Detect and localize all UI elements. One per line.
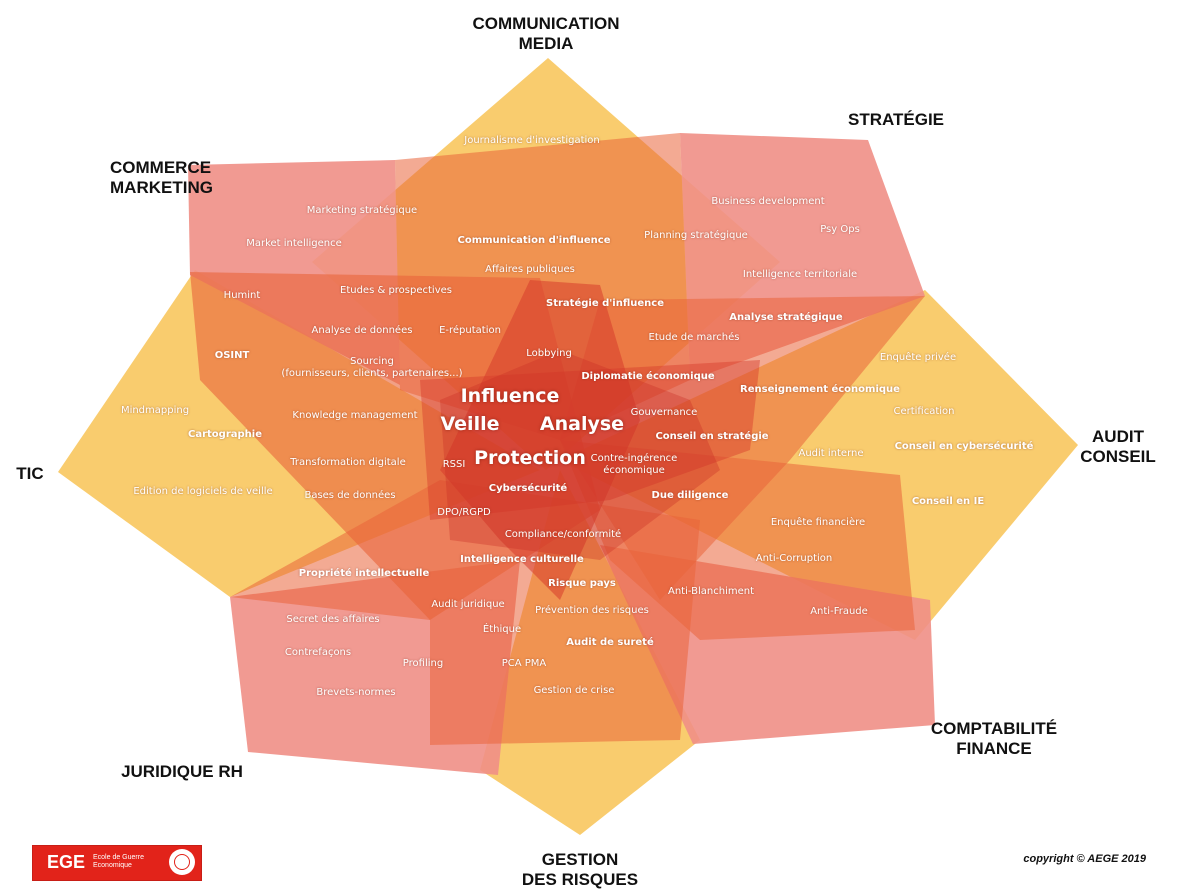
item-sourcing: Sourcing (fournisseurs, clients, partena… — [281, 356, 463, 379]
item-audit-interne: Audit interne — [798, 448, 864, 459]
item-conseil-cybersecurite: Conseil en cybersécurité — [894, 441, 1034, 452]
item-humint: Humint — [223, 290, 261, 301]
item-renseignement-economique: Renseignement économique — [740, 384, 900, 395]
item-osint: OSINT — [214, 350, 250, 361]
item-anti-corruption: Anti-Corruption — [755, 553, 833, 564]
core-influence: Influence — [460, 385, 560, 407]
item-brevets-normes: Brevets-normes — [316, 687, 396, 698]
item-audit-juridique: Audit juridique — [431, 599, 505, 610]
item-transformation-digitale: Transformation digitale — [290, 457, 406, 468]
item-prevention-risques: Prévention des risques — [535, 605, 649, 616]
item-due-diligence: Due diligence — [651, 490, 729, 501]
item-etudes-prospectives: Etudes & prospectives — [340, 285, 452, 296]
item-enquete-financiere: Enquête financière — [770, 517, 866, 528]
item-dpo-rgpd: DPO/RGPD — [437, 507, 491, 518]
item-bases-donnees: Bases de données — [304, 490, 396, 501]
item-anti-blanchiment: Anti-Blanchiment — [667, 586, 755, 597]
item-enquete-privee: Enquête privée — [879, 352, 957, 363]
item-marketing-strategique: Marketing stratégique — [306, 205, 418, 216]
item-anti-fraude: Anti-Fraude — [810, 606, 868, 617]
item-gestion-crise: Gestion de crise — [533, 685, 615, 696]
item-affaires-publiques: Affaires publiques — [485, 264, 575, 275]
item-compliance: Compliance/conformité — [504, 529, 622, 540]
item-planning-strategique: Planning stratégique — [644, 230, 748, 241]
domain-comptabilite-finance: COMPTABILITÉ FINANCE — [930, 719, 1058, 758]
item-journalisme: Journalisme d'investigation — [464, 135, 600, 146]
item-lobbying: Lobbying — [526, 348, 572, 359]
ege-logo: EGE Ecole de Guerre Economique — [32, 845, 202, 881]
core-veille: Veille — [440, 413, 500, 435]
item-mindmapping: Mindmapping — [120, 405, 190, 416]
domain-gestion-des-risques: GESTION DES RISQUES — [521, 850, 639, 889]
domain-juridique-rh: JURIDIQUE RH — [121, 762, 243, 781]
domain-tic: TIC — [16, 464, 44, 483]
item-intelligence-culturelle: Intelligence culturelle — [460, 554, 584, 565]
item-analyse-donnees: Analyse de données — [311, 325, 413, 336]
item-contrefacons: Contrefaçons — [284, 647, 352, 658]
core-analyse: Analyse — [539, 413, 625, 435]
item-strategie-influence: Stratégie d'influence — [546, 298, 664, 309]
item-gouvernance: Gouvernance — [630, 407, 698, 418]
item-conseil-strategie: Conseil en stratégie — [655, 431, 769, 442]
logo-badge: EGE Ecole de Guerre Economique — [32, 845, 202, 881]
core-protection: Protection — [474, 447, 586, 469]
item-edition-logiciels: Edition de logiciels de veille — [133, 486, 273, 497]
item-propriete-intellectuelle: Propriété intellectuelle — [298, 568, 430, 579]
item-conseil-ie: Conseil en IE — [911, 496, 985, 507]
item-audit-surete: Audit de sureté — [566, 637, 654, 648]
item-secret-affaires: Secret des affaires — [286, 614, 380, 625]
copyright-notice: copyright © AEGE 2019 — [1023, 853, 1146, 865]
core-layer-b — [420, 360, 760, 520]
item-diplomatie-economique: Diplomatie économique — [581, 371, 715, 382]
item-certification: Certification — [893, 406, 955, 417]
item-psy-ops: Psy Ops — [820, 224, 860, 235]
logo-name: EGE — [47, 852, 86, 872]
domain-commerce-marketing: COMMERCE MARKETING — [110, 158, 213, 197]
seal-icon — [169, 849, 195, 875]
item-business-development: Business development — [711, 196, 825, 207]
item-knowledge-management: Knowledge management — [292, 410, 418, 421]
item-contre-ingerence: Contre-ingérence économique — [590, 453, 678, 476]
item-communication-influence: Communication d'influence — [457, 235, 611, 246]
item-market-intelligence: Market intelligence — [246, 238, 342, 249]
item-profiling: Profiling — [402, 658, 444, 669]
item-cartographie: Cartographie — [188, 429, 262, 440]
domain-strategie: STRATÉGIE — [847, 110, 945, 129]
item-analyse-strategique: Analyse stratégique — [729, 312, 843, 323]
domain-audit-conseil: AUDIT CONSEIL — [1080, 427, 1156, 466]
domain-communication-media: COMMUNICATION MEDIA — [472, 14, 620, 53]
petal-audit — [560, 290, 1078, 640]
item-rssi: RSSI — [442, 459, 466, 470]
core-layers — [420, 280, 760, 600]
item-e-reputation: E-réputation — [439, 325, 501, 336]
item-pca-pma: PCA PMA — [501, 658, 547, 669]
core-layer-c — [440, 350, 720, 560]
item-ethique: Éthique — [482, 624, 522, 635]
item-risque-pays: Risque pays — [548, 578, 616, 589]
item-etude-marches: Etude de marchés — [648, 332, 740, 343]
item-intelligence-territoriale: Intelligence territoriale — [742, 269, 858, 280]
item-cybersecurite: Cybersécurité — [488, 483, 568, 494]
core-layer-a — [440, 280, 640, 600]
logo-subtitle: Ecole de Guerre Economique — [93, 854, 144, 869]
